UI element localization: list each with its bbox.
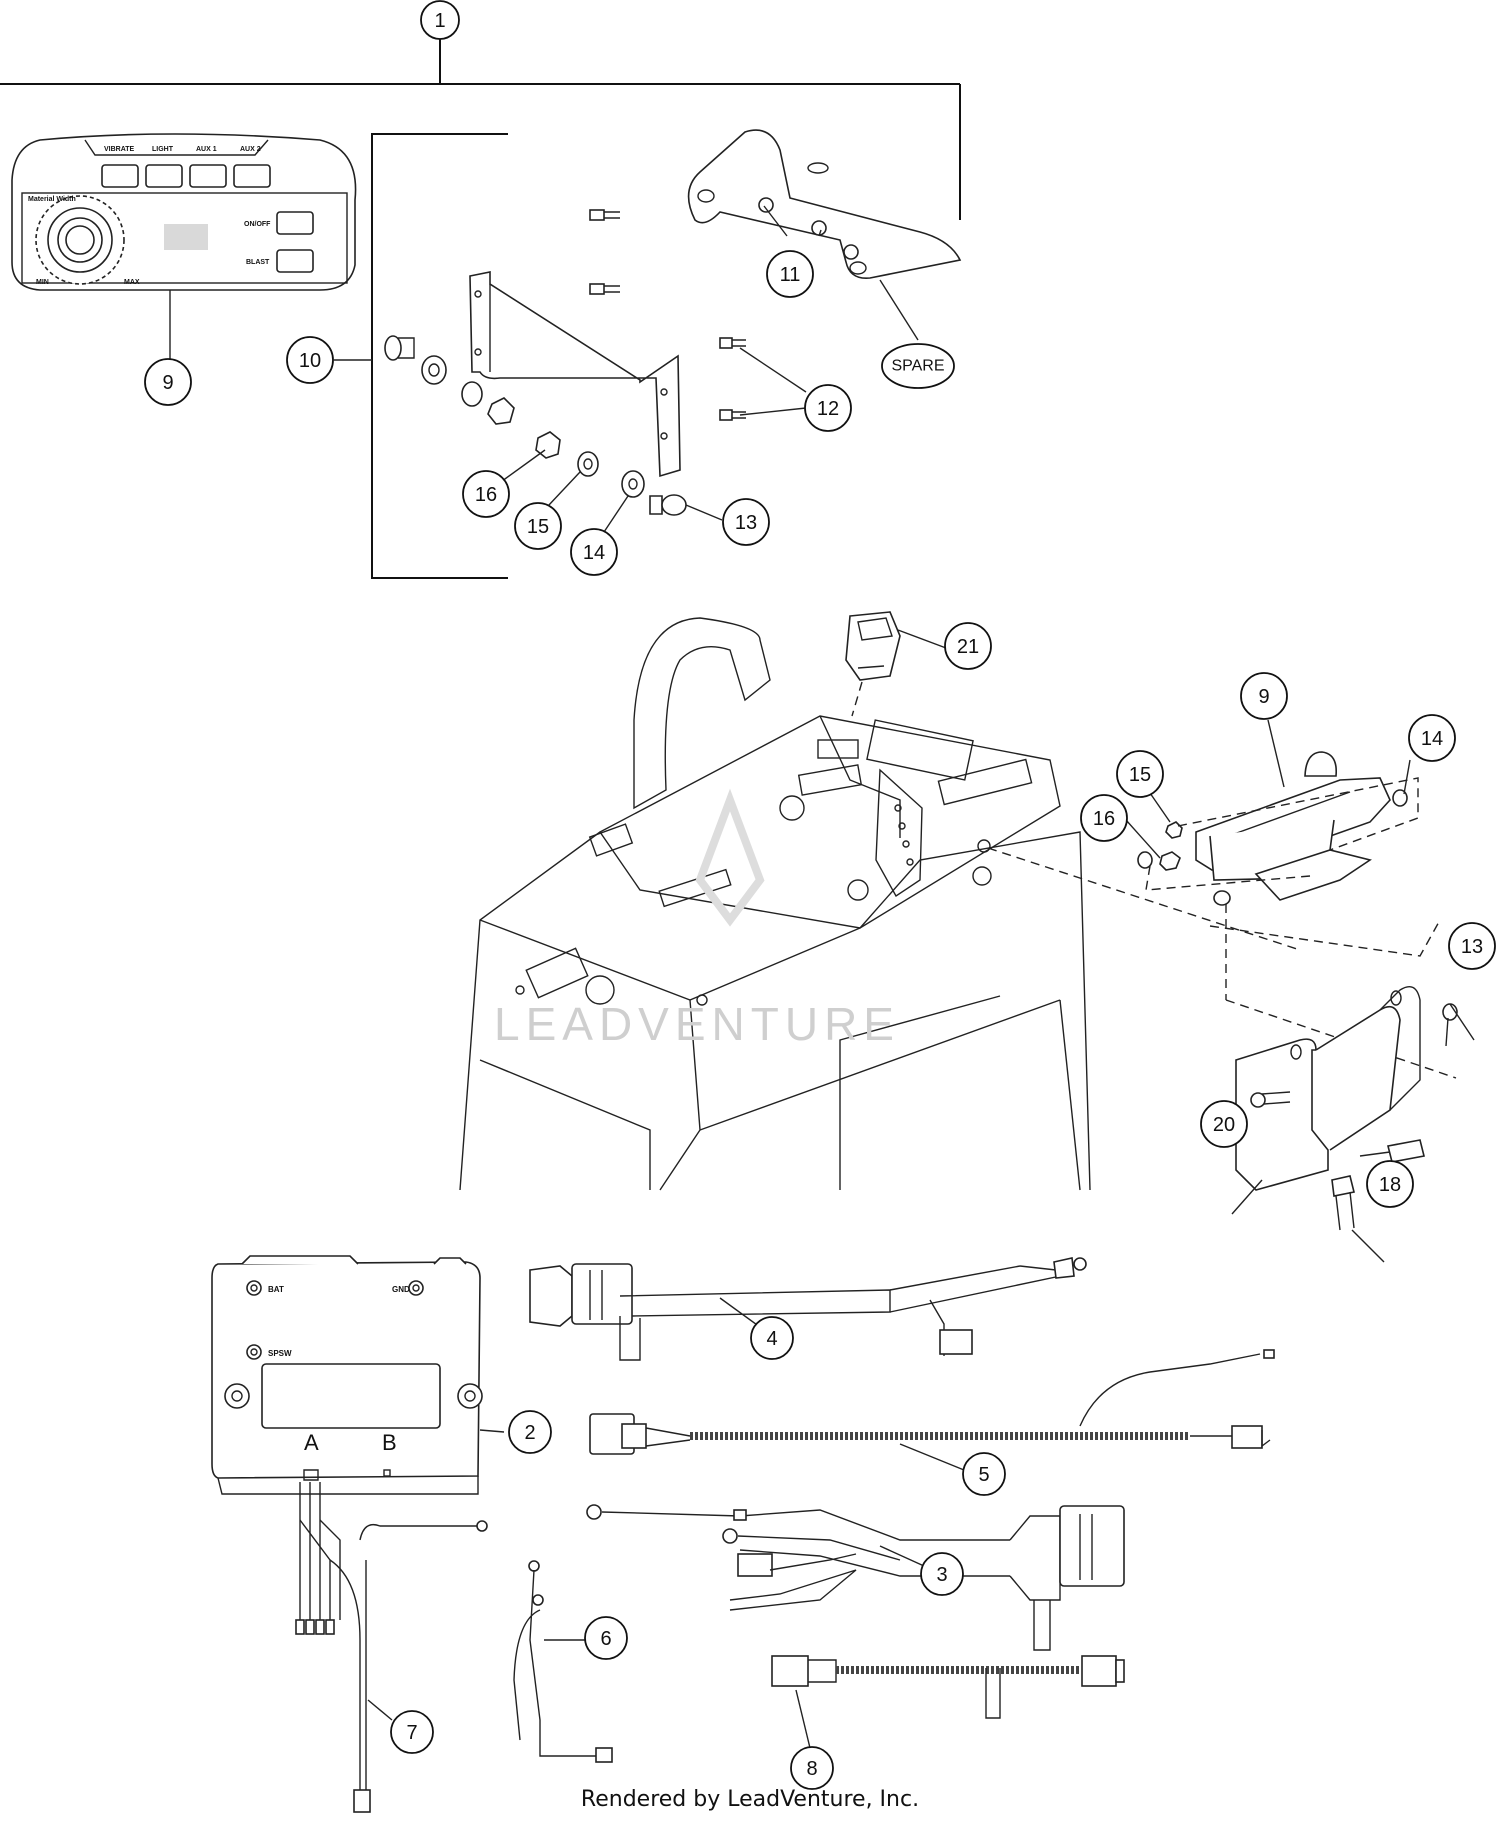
callout-13-side: 13	[1448, 922, 1496, 970]
mount-bracket-20-drawing	[1231, 986, 1475, 1263]
controller-module-drawing: BAT GND SPSW A B	[211, 1255, 505, 1813]
callout-18: 18	[1366, 1160, 1414, 1208]
svg-text:2: 2	[524, 1422, 535, 1444]
svg-text:14: 14	[583, 542, 605, 564]
callout-2: 2	[508, 1410, 552, 1454]
controller-port-a: A	[304, 1430, 319, 1455]
svg-text:6: 6	[600, 1628, 611, 1650]
svg-text:14: 14	[1421, 728, 1443, 750]
assembly-1-group	[0, 38, 961, 579]
callout-10: 10	[286, 336, 372, 384]
callout-14-top: 14	[570, 528, 618, 576]
callout-7: 7	[390, 1710, 434, 1754]
panel-label-aux2: AUX 2	[240, 146, 261, 153]
callout-5: 5	[962, 1452, 1006, 1496]
svg-text:18: 18	[1379, 1174, 1401, 1196]
callout-11: 11	[766, 250, 814, 298]
rocker-switch-drawing	[845, 611, 947, 717]
callout-12: 12	[804, 384, 852, 432]
callout-21: 21	[944, 622, 992, 670]
svg-text:7: 7	[406, 1722, 417, 1744]
callout-15-top: 15	[514, 502, 562, 550]
svg-text:16: 16	[1093, 808, 1115, 830]
svg-text:8: 8	[806, 1758, 817, 1780]
callout-9-side: 9	[1240, 672, 1288, 720]
spare-bracket-drawing: SPARE	[687, 129, 962, 389]
svg-text:16: 16	[475, 484, 497, 506]
panel-label-blast: BLAST	[246, 259, 270, 266]
controller-label-bat: BAT	[268, 1285, 284, 1294]
harness-4-drawing	[529, 1257, 1087, 1361]
panel-label-max: MAX	[124, 279, 140, 286]
footer-credit: Rendered by LeadVenture, Inc.	[581, 1787, 919, 1812]
panel-label-vibrate: VIBRATE	[104, 146, 135, 153]
harness-3-drawing	[586, 1504, 1125, 1651]
callout-6: 6	[584, 1616, 628, 1660]
callouts: 1 9 10 11 12 13 14 15 16 21 9 14 15 16 1…	[144, 0, 1496, 1790]
control-panel-drawing: VIBRATE LIGHT AUX 1 AUX 2 Material Width…	[11, 133, 357, 360]
callout-20: 20	[1200, 1100, 1248, 1148]
panel-label-onoff: ON/OFF	[244, 221, 271, 228]
harness-6-drawing	[513, 1560, 613, 1763]
callout-8: 8	[790, 1746, 834, 1790]
svg-text:4: 4	[766, 1328, 777, 1350]
svg-text:13: 13	[1461, 936, 1483, 958]
svg-text:15: 15	[1129, 764, 1151, 786]
spare-label: SPARE	[891, 358, 944, 375]
hardware-top-drawing	[497, 337, 807, 533]
harness-5-drawing	[589, 1349, 1275, 1471]
callout-3: 3	[920, 1552, 964, 1596]
callout-14-side: 14	[1408, 714, 1456, 762]
panel-label-material-width: Material Width	[28, 196, 76, 203]
controller-label-spsw: SPSW	[268, 1349, 292, 1358]
callout-15-side: 15	[1116, 750, 1164, 798]
callout-13-top: 13	[722, 498, 770, 546]
machine-frame-drawing: LEADVENTURE	[459, 617, 1091, 1191]
mount-bracket-drawing	[384, 209, 681, 478]
callout-9-top: 9	[144, 358, 192, 406]
svg-text:5: 5	[978, 1464, 989, 1486]
svg-text:20: 20	[1213, 1114, 1235, 1136]
watermark: LEADVENTURE	[494, 998, 900, 1050]
controller-label-gnd: GND	[392, 1285, 410, 1294]
svg-text:15: 15	[527, 516, 549, 538]
panel-label-light: LIGHT	[152, 146, 174, 153]
callout-4: 4	[750, 1316, 794, 1360]
svg-text:11: 11	[780, 264, 801, 286]
panel-label-aux1: AUX 1	[196, 146, 217, 153]
svg-text:9: 9	[1258, 686, 1269, 708]
svg-text:1: 1	[434, 10, 445, 32]
svg-text:10: 10	[299, 350, 321, 372]
panel-label-min: MIN	[36, 279, 49, 286]
svg-text:21: 21	[957, 636, 979, 658]
svg-text:13: 13	[735, 512, 757, 534]
callout-16-top: 16	[462, 470, 510, 518]
svg-text:9: 9	[162, 372, 173, 394]
controller-port-b: B	[382, 1430, 397, 1455]
callout-16-side: 16	[1080, 794, 1128, 842]
control-panel-side-drawing	[987, 719, 1457, 1079]
callout-1: 1	[420, 0, 460, 40]
svg-text:12: 12	[817, 398, 839, 420]
svg-text:3: 3	[936, 1564, 947, 1586]
harness-8-drawing	[771, 1655, 1125, 1749]
